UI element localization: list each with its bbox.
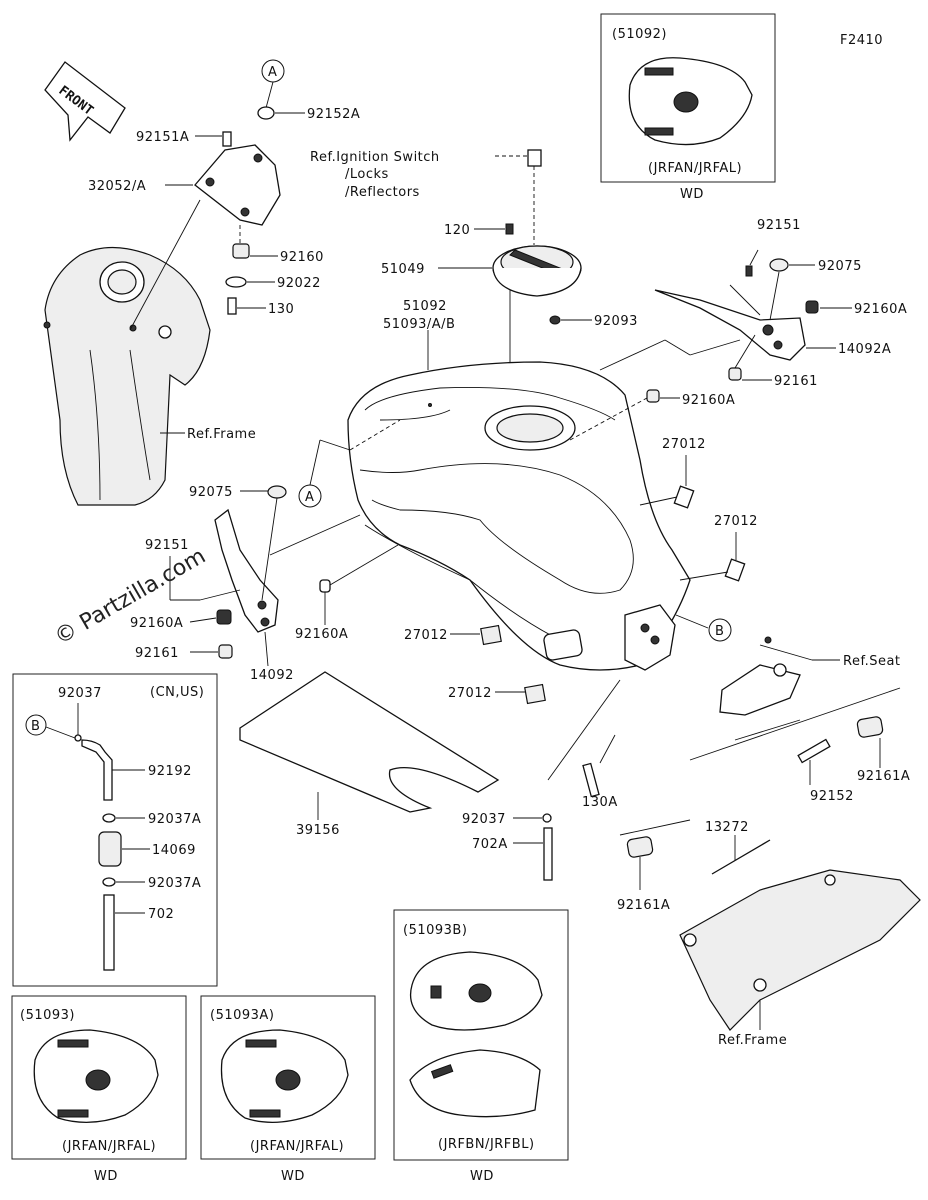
- part-92075-left: 92075: [189, 485, 233, 500]
- fuel-cap-51049: [492, 245, 582, 297]
- part-92160A-right2: 92160A: [682, 393, 735, 408]
- inset-51093B-note: WD: [470, 1169, 494, 1184]
- front-arrow-icon: FRONT: [44, 61, 126, 142]
- figure-code: F2410: [840, 33, 883, 48]
- part-27012-a: 27012: [662, 437, 706, 452]
- hose-92037: 92037: [58, 686, 102, 701]
- hose-92192: 92192: [148, 764, 192, 779]
- seat-lock-assembly: [719, 636, 801, 716]
- part-27012-d: 27012: [448, 686, 492, 701]
- inset-51093B: (51093B) (JRFBN/JRFBL) WD: [393, 909, 569, 1184]
- inset-51092: (51092) (JRFAN/JRFAL) WD: [600, 13, 776, 202]
- hose-region: (CN,US): [150, 685, 204, 700]
- part-702A: 702A: [472, 837, 508, 852]
- mat-39156: [239, 671, 500, 813]
- part-92160A-left2: 92160A: [295, 627, 348, 642]
- inset-51093A-note: WD: [281, 1169, 305, 1184]
- part-130A: 130A: [582, 795, 618, 810]
- callout-b-main: [708, 618, 732, 642]
- inset-51093A-variant: (JRFAN/JRFAL): [250, 1139, 344, 1154]
- part-92161A-right: 92161A: [857, 769, 910, 784]
- inset-hose: (CN,US) 92037 B 92192 92037A 14069 92037…: [12, 673, 218, 987]
- part-27012-b: 27012: [714, 514, 758, 529]
- part-92160A-right1: 92160A: [854, 302, 907, 317]
- part-92161-right: 92161: [774, 374, 818, 389]
- part-39156: 39156: [296, 823, 340, 838]
- part-92152: 92152: [810, 789, 854, 804]
- bracket-32052: [194, 144, 281, 226]
- part-32052A: 32052/A: [88, 179, 146, 194]
- ref-frame-left: Ref.Frame: [187, 427, 256, 442]
- callout-a-mid-label: A: [305, 490, 314, 505]
- part-92075-right: 92075: [818, 259, 862, 274]
- part-92160-top: 92160: [280, 250, 324, 265]
- callout-b-inset: [25, 714, 47, 736]
- right-frame-drawing: [679, 869, 921, 1031]
- part-13272: 13272: [705, 820, 749, 835]
- part-92152A: 92152A: [307, 107, 360, 122]
- part-92161A-bottom: 92161A: [617, 898, 670, 913]
- inset-51092-part: (51092): [612, 27, 667, 42]
- part-120: 120: [444, 223, 470, 238]
- left-frame-drawing: [43, 246, 211, 506]
- bracket-b: [624, 604, 676, 671]
- callout-a-top-label: A: [268, 65, 277, 80]
- inset-51093-variant: (JRFAN/JRFAL): [62, 1139, 156, 1154]
- part-92093: 92093: [594, 314, 638, 329]
- part-92151A: 92151A: [136, 130, 189, 145]
- ref-ignition-line3: /Reflectors: [345, 185, 420, 200]
- inset-51092-note: WD: [680, 187, 704, 202]
- part-51049: 51049: [381, 262, 425, 277]
- watermark: © Partzilla.com: [51, 544, 211, 651]
- part-14092: 14092: [250, 668, 294, 683]
- callout-b-inset-label: B: [31, 719, 40, 734]
- inset-51093B-part: (51093B): [403, 923, 467, 938]
- part-92151-left: 92151: [145, 538, 189, 553]
- ref-ignition-line2: /Locks: [345, 167, 389, 182]
- part-92151-right: 92151: [757, 218, 801, 233]
- callout-b-main-label: B: [715, 624, 724, 639]
- part-130: 130: [268, 302, 294, 317]
- ref-seat: Ref.Seat: [843, 654, 901, 669]
- hose-92037A-2: 92037A: [148, 876, 201, 891]
- hose-14069: 14069: [152, 843, 196, 858]
- inset-51092-variant: (JRFAN/JRFAL): [648, 161, 742, 176]
- part-27012-c: 27012: [404, 628, 448, 643]
- bracket-14092A: [654, 289, 806, 361]
- part-51092: 51092: [403, 299, 447, 314]
- hose-92037A-1: 92037A: [148, 812, 201, 827]
- part-92160A-left1: 92160A: [130, 616, 183, 631]
- inset-51093-note: WD: [94, 1169, 118, 1184]
- bracket-14092: [214, 508, 279, 633]
- part-51093AB: 51093/A/B: [383, 317, 455, 332]
- inset-51093-part: (51093): [20, 1008, 75, 1023]
- part-92037-main: 92037: [462, 812, 506, 827]
- inset-51093A: (51093A) (JRFAN/JRFAL) WD: [200, 995, 376, 1184]
- inset-51093A-part: (51093A): [210, 1008, 274, 1023]
- ref-frame-right: Ref.Frame: [718, 1033, 787, 1048]
- hose-702: 702: [148, 907, 174, 922]
- fuel-tank-body: [347, 361, 691, 671]
- part-92161-left: 92161: [135, 646, 179, 661]
- part-14092A: 14092A: [838, 342, 891, 357]
- inset-51093B-variant: (JRFBN/JRFBL): [438, 1137, 535, 1152]
- ref-ignition-line1: Ref.Ignition Switch: [310, 150, 440, 165]
- part-92022: 92022: [277, 276, 321, 291]
- inset-51093: (51093) (JRFAN/JRFAL) WD: [11, 995, 187, 1184]
